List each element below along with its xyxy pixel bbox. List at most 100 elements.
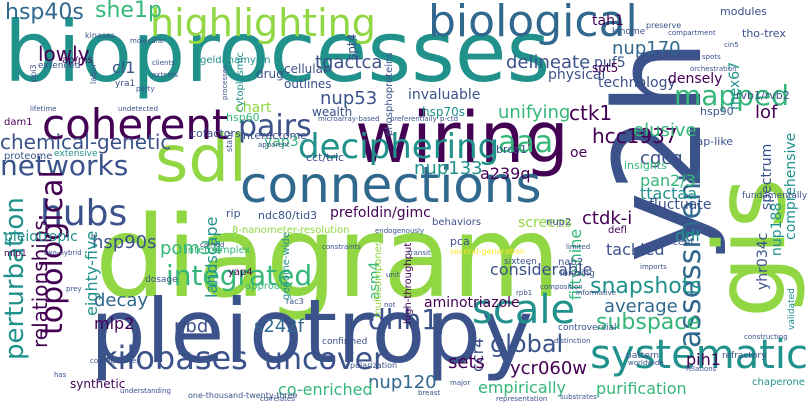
word-hcc1937: hcc1937 [592,124,678,148]
word-undetected: undetected [118,105,159,113]
word-insights: insights [624,159,667,172]
word-nup188: nup188 [769,202,785,256]
word-rpb1: rpb1 [516,289,533,297]
word-networks: networks [0,149,129,182]
word-purification: purification [596,379,687,398]
word-ttactaa: ttactaa [640,184,698,203]
word-static: static [225,130,234,152]
word-synthetic: synthetic [70,377,126,391]
word-preserve: preserve [646,21,682,30]
word-nup2: nup2 [546,217,572,228]
word-extended: extended [38,61,81,71]
word-ppi3: ppi3 [29,64,38,82]
word-ndc80/tid3: ndc80/tid3 [258,209,318,222]
word-confirmed: confirmed [322,337,368,347]
word-ddl: ddl [675,226,700,245]
word-intercomplex: intercomplex [185,245,251,256]
word-cgcg: cgcg [640,148,683,169]
word-controversial: controversial [558,323,617,333]
word-processes: processes [221,65,229,100]
word-refractory: refractory [722,351,767,361]
word-yap3: yap3 [264,134,299,150]
word-rvb1/rvb2: rvb1/rvb2 [736,89,790,102]
word-proteome: proteome [4,151,53,162]
word-transit: transit [408,249,431,257]
word-pleiotropic: pleiotropic [4,229,78,245]
word-pan2/3: pan2/3 [640,171,696,190]
word-yap-like: yap-like [690,135,734,148]
word-dam1: dam1 [4,117,33,128]
word-perturbation: perturbation [0,197,30,360]
word-ap/ms: ap/ms [62,55,93,66]
word-unifying: unifying [498,102,571,123]
word-constraints: constraints [322,243,361,251]
word-subspace: subspace [596,310,700,335]
word-cofactors: cofactors [190,127,241,140]
word-lof: lof [755,102,778,123]
word-prefoldin/gimc: prefoldin/gimc [330,205,431,221]
word-clients: clients [152,59,175,67]
word-wealth: wealth [312,105,353,119]
word-percent: percent [656,237,695,248]
word-understanding: understanding [120,387,171,395]
word-integrated: integrated [166,259,313,292]
word-uncover: uncover [264,342,386,377]
word-cin5: cin5 [724,41,739,49]
word-tgactca: tgactca [315,52,383,73]
word-lifetime: lifetime [30,105,57,113]
word-limited: limited [566,243,591,251]
word-sets: sets [448,352,485,373]
word-pattern: pattern [626,351,660,361]
word-nab2: nab2 [558,257,584,268]
word-coherent: coherent [42,100,229,149]
word-p-ctd: p-ctd [440,115,459,123]
word-systematic: systematic [590,332,808,378]
word-yhr034c: yhr034c [755,232,771,290]
word-kilobases: kilobases [99,339,248,377]
word-dhh1: dhh1 [368,303,440,336]
word-chart: chart [235,100,272,116]
word-phosphoproteins: phosphoproteins [384,52,395,136]
word-co-enriched: co-enriched [278,380,373,399]
word-has: has [54,371,67,379]
word-diagram: diagram [95,193,561,323]
word-consequences: consequences [90,357,140,365]
word-decay: decay [94,290,149,311]
word-wiring: wiring [355,97,569,179]
word-cellular: cellular [284,62,328,76]
word-brca1: brca1 [496,143,528,156]
word-mapped: mapped [674,79,789,112]
word-sixteen: sixteen [504,257,537,267]
word-invaluable: invaluable [408,87,481,103]
word-party: party [136,85,155,93]
word-multicomponent: multicomponent [373,235,384,318]
word-one-thousand-twenty-three: one-thousand-twenty-three [188,391,298,400]
word-lowly: lowly [38,42,90,66]
word-worldwide: worldwide [628,359,664,367]
word-major: major [450,379,471,387]
word-technology: technology [598,75,676,91]
word-hubs: hubs [40,193,128,234]
word-hsp90: hsp90 [700,105,734,118]
word-a239q: a239q [480,164,531,183]
word-ctdk-i: ctdk-i [582,208,633,229]
word-screens: screens [518,215,572,231]
word-chaperone: chaperone [752,377,805,388]
word-extents: extents [152,71,179,79]
word-empirically: empirically [478,378,567,397]
word-fundamentally: fundamentally [742,191,808,201]
word-distinction: distinction [554,337,591,345]
word-spots: spots [702,53,721,61]
word-elusive: elusive [633,120,697,141]
word-bioprocesses: bioprocesses [4,3,551,101]
word-cytoplasmic: cytoplasmic [235,52,246,112]
word-rac3: rac3 [286,297,304,306]
word-comprehensive: comprehensive [783,132,799,240]
word-chemical-genetic: chemical-genetic [0,130,172,154]
word-dosage: dosage [145,275,178,285]
word-drug: drug [256,67,284,81]
word-informative: informative [576,289,617,297]
word-carried: carried [200,241,225,249]
word-tho-trex: tho-trex [742,27,786,40]
